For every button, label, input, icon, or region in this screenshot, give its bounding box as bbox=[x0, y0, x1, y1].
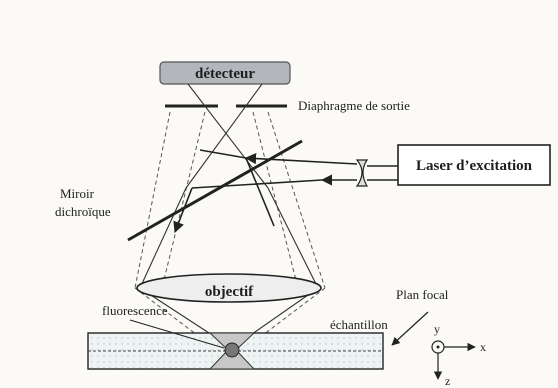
objective-label: objectif bbox=[205, 284, 254, 300]
mirror-label-line2: dichroïque bbox=[55, 204, 111, 219]
sample-slab bbox=[87, 332, 384, 370]
laser-source: Laser d’excitation bbox=[397, 144, 551, 186]
focal-plane-arrow bbox=[391, 311, 429, 346]
sample-label: échantillon bbox=[330, 317, 388, 332]
focal-spot bbox=[224, 342, 240, 358]
detector-label: détecteur bbox=[195, 66, 255, 82]
axis-z-label: z bbox=[445, 374, 450, 388]
focal-plane-label: Plan focal bbox=[396, 287, 449, 302]
laser-lens-icon bbox=[355, 159, 398, 187]
exit-diaphragm-label: Diaphragme de sortie bbox=[298, 98, 410, 113]
laser-label: Laser d’excitation bbox=[416, 158, 533, 174]
axis-y-label: y bbox=[434, 322, 440, 336]
objective-lens: objectif bbox=[136, 273, 322, 303]
coordinate-axes: y x z bbox=[431, 322, 486, 388]
fluorescence-pointer bbox=[129, 319, 225, 349]
axis-x-label: x bbox=[480, 340, 486, 354]
fluorescence-label: fluorescence bbox=[102, 303, 168, 318]
detector: détecteur bbox=[159, 61, 291, 85]
mirror-label-line1: Miroir bbox=[60, 186, 95, 201]
dichroic-mirror bbox=[127, 139, 303, 242]
laser-beam bbox=[173, 149, 358, 234]
